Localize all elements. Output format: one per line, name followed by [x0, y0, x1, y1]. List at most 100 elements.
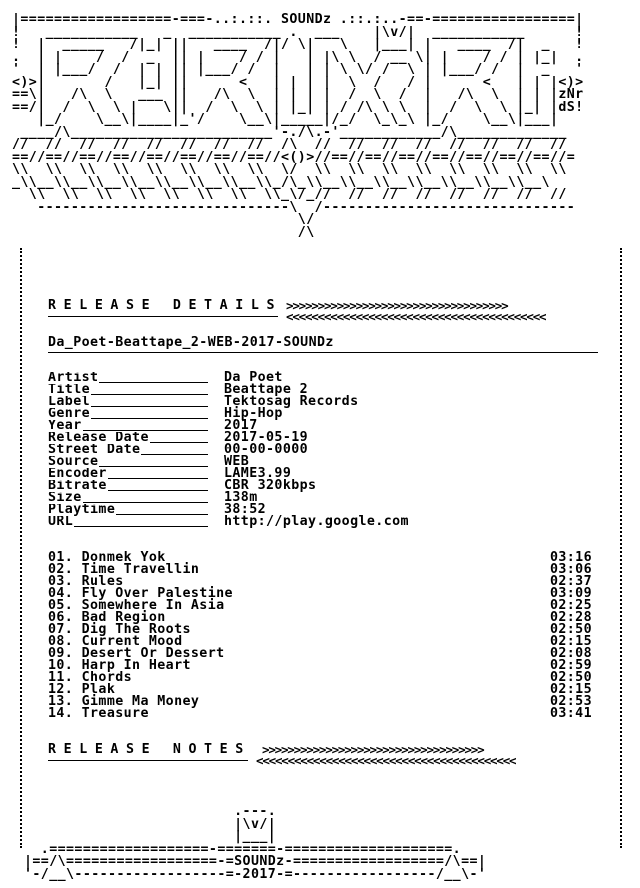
detail-key: Artist: [48, 372, 208, 384]
detail-value: CBR 320kbps: [224, 478, 317, 493]
track-duration: 02:28: [549, 610, 592, 625]
track-title: 07. Dig The Roots: [48, 622, 191, 637]
tracklist: 01. Donmek Yok 03:16 02. Time Travellin 03:…: [48, 550, 592, 721]
detail-value: Tektosag Records: [224, 394, 359, 409]
detail-key-label: Playtime: [48, 504, 117, 516]
detail-value: Hip-Hop: [224, 406, 283, 421]
track-title: 09. Desert Or Dessert: [48, 646, 225, 661]
track-duration: 02:50: [549, 622, 592, 637]
detail-key: Street Date: [48, 444, 208, 456]
detail-key-label: Label: [48, 396, 92, 408]
track-title: 14. Treasure: [48, 706, 149, 721]
track-row: 03. Rules 02:37: [48, 574, 592, 589]
track-row: 13. Gimme Ma Money 02:53: [48, 694, 592, 709]
detail-row: Bitrate CBR 320kbps: [48, 478, 608, 493]
detail-key-label: Title: [48, 384, 92, 396]
track-title: 12. Plak: [48, 682, 116, 697]
track-row: 09. Desert Or Dessert 02:08: [48, 646, 592, 661]
track-row: 02. Time Travellin 03:06: [48, 562, 592, 577]
detail-key: Title: [48, 384, 208, 396]
track-duration: 03:09: [549, 586, 592, 601]
detail-key-label: Encoder: [48, 468, 108, 480]
detail-row: Title Beattape 2: [48, 382, 608, 397]
release-name: Da_Poet-Beattape_2-WEB-2017-SOUNDz: [48, 335, 334, 350]
track-duration: 02:37: [549, 574, 592, 589]
track-row: 12. Plak 02:15: [48, 682, 592, 697]
track-title: 01. Donmek Yok: [48, 550, 166, 565]
track-row: 14. Treasure 03:41: [48, 706, 592, 721]
detail-row: Artist Da Poet: [48, 370, 608, 385]
track-duration: 02:15: [549, 634, 592, 649]
track-row: 06. Bad Region 02:28: [48, 610, 592, 625]
track-duration: 02:50: [549, 670, 592, 685]
track-title: 06. Bad Region: [48, 610, 166, 625]
detail-key: Release Date: [48, 432, 208, 444]
detail-value: 00-00-0000: [224, 442, 309, 457]
detail-value: Da Poet: [224, 370, 283, 385]
release-notes-heading: RELEASE NOTES: [48, 742, 251, 757]
detail-key: Playtime: [48, 504, 208, 516]
track-title: 02. Time Travellin: [48, 562, 200, 577]
detail-key-label: Bitrate: [48, 480, 108, 492]
detail-value: LAME3.99: [224, 466, 292, 481]
detail-value: WEB: [224, 454, 250, 469]
track-duration: 02:59: [549, 658, 592, 673]
release-name-rule: [48, 352, 598, 353]
soundz-ascii-banner: |==================-===-..:.::. SOUNDz .…: [12, 12, 584, 240]
detail-key: Label: [48, 396, 208, 408]
detail-row: Street Date 00-00-0000: [48, 442, 608, 457]
release-notes-arrows-right: >>>>>>>>>>>>>>>>>>>>>>>>>>>>>>>>>>>: [262, 742, 485, 757]
release-notes-underline: [48, 760, 248, 761]
track-duration: 02:15: [549, 682, 592, 697]
release-details-arrows-left: <<<<<<<<<<<<<<<<<<<<<<<<<<<<<<<<<<<<<<<<…: [286, 309, 547, 324]
detail-key: Source: [48, 456, 208, 468]
detail-key-label: Size: [48, 492, 83, 504]
detail-value: Beattape 2: [224, 382, 309, 397]
detail-row: Source WEB: [48, 454, 608, 469]
release-notes-arrows-left: <<<<<<<<<<<<<<<<<<<<<<<<<<<<<<<<<<<<<<<<…: [256, 753, 517, 768]
track-title: 13. Gimme Ma Money: [48, 694, 200, 709]
track-duration: 02:08: [549, 646, 592, 661]
detail-row: Size 138m: [48, 490, 608, 505]
detail-value: 2017: [224, 418, 258, 433]
track-duration: 02:53: [549, 694, 592, 709]
release-details-arrows-right: >>>>>>>>>>>>>>>>>>>>>>>>>>>>>>>>>>>: [286, 298, 509, 313]
detail-key: Bitrate: [48, 480, 208, 492]
track-duration: 03:16: [549, 550, 592, 565]
detail-value: 138m: [224, 490, 258, 505]
track-title: 05. Somewhere In Asia: [48, 598, 225, 613]
detail-key: Year: [48, 420, 208, 432]
detail-row: Release Date 2017-05-19: [48, 430, 608, 445]
release-details-heading: RELEASE DETAILS: [48, 298, 283, 313]
detail-value: 2017-05-19: [224, 430, 309, 445]
detail-key: Encoder: [48, 468, 208, 480]
detail-key-label: Year: [48, 420, 83, 432]
right-dotted-border: [612, 248, 622, 848]
track-duration: 02:25: [549, 598, 592, 613]
track-row: 07. Dig The Roots 02:50: [48, 622, 592, 637]
track-title: 03. Rules: [48, 574, 124, 589]
track-row: 08. Current Mood 02:15: [48, 634, 592, 649]
left-dotted-border: [20, 248, 30, 848]
track-duration: 03:41: [549, 706, 592, 721]
release-details-underline: [48, 316, 278, 317]
detail-key: URL: [48, 516, 208, 528]
detail-key-label: Release Date: [48, 432, 150, 444]
detail-row: Encoder LAME3.99: [48, 466, 608, 481]
detail-row: Year 2017: [48, 418, 608, 433]
detail-key-label: Genre: [48, 408, 92, 420]
track-duration: 03:06: [549, 562, 592, 577]
soundz-footer-art: .---. |\v/| |___| .===================-=…: [24, 804, 487, 882]
detail-key: Genre: [48, 408, 208, 420]
track-row: 01. Donmek Yok 03:16: [48, 550, 592, 565]
detail-row: Label Tektosag Records: [48, 394, 608, 409]
detail-key-label: Artist: [48, 372, 100, 384]
track-title: 08. Current Mood: [48, 634, 183, 649]
detail-key-label: Source: [48, 456, 100, 468]
